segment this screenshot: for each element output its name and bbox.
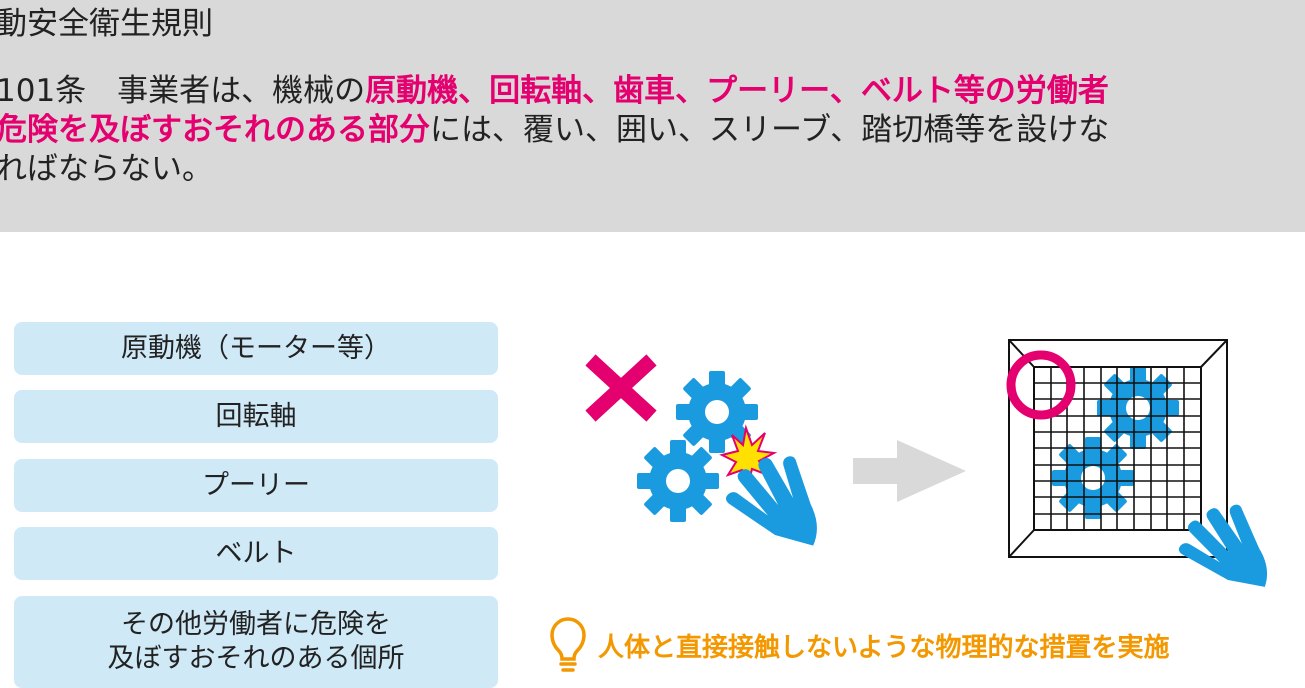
article-highlight: 危険を及ぼすおそれのある部分 xyxy=(0,112,430,148)
guard-illustration xyxy=(585,339,1291,605)
parts-list-item: その他労働者に危険を 及ぼすおそれのある個所 xyxy=(14,596,498,688)
parts-list-label: その他労働者に危険を xyxy=(121,609,391,640)
article-text: 101条 事業者は、機械の原動機、回転軸、歯車、プーリー、ベルト等の労働者 危険… xyxy=(0,72,1305,189)
article-highlight: 原動機、回転軸、歯車、プーリー、ベルト等の労働者 xyxy=(365,73,1109,109)
parts-list-label: 回転軸 xyxy=(215,400,297,432)
article-segment: ればならない。 xyxy=(0,151,213,187)
measure-note: 人体と直接接触しないような物理的な措置を実施 xyxy=(548,615,1169,675)
article-line-3: ればならない。 xyxy=(0,150,1305,189)
hand-icon xyxy=(1169,491,1291,605)
parts-list-item: 回転軸 xyxy=(14,390,498,443)
parts-list-label: ベルト xyxy=(215,537,297,569)
right-arrow-icon xyxy=(853,440,966,502)
parts-list-item: プーリー xyxy=(14,459,498,512)
note-text: 人体と直接接触しないような物理的な措置を実施 xyxy=(598,632,1170,663)
parts-list-label: プーリー xyxy=(202,469,310,501)
cross-icon xyxy=(585,354,657,422)
lightbulb-icon xyxy=(550,617,586,672)
article-segment: 101条 事業者は、機械の xyxy=(0,73,366,109)
parts-list-item: ベルト xyxy=(14,527,498,580)
parts-list-item: 原動機（モーター等） xyxy=(14,322,498,375)
circle-icon xyxy=(1006,350,1076,420)
article-segment: には、覆い、囲い、スリーブ、踏切橋等を設けな xyxy=(430,112,1110,148)
parts-list-label: 原動機（モーター等） xyxy=(121,332,391,364)
article-line-2: 危険を及ぼすおそれのある部分には、覆い、囲い、スリーブ、踏切橋等を設けな xyxy=(0,111,1305,150)
law-title: 動安全衛生規則 xyxy=(0,6,213,42)
article-line-1: 101条 事業者は、機械の原動機、回転軸、歯車、プーリー、ベルト等の労働者 xyxy=(0,72,1305,111)
parts-list-label: 及ぼすおそれのある個所 xyxy=(107,643,405,674)
article-header: 動安全衛生規則 101条 事業者は、機械の原動機、回転軸、歯車、プーリー、ベルト… xyxy=(0,0,1305,232)
